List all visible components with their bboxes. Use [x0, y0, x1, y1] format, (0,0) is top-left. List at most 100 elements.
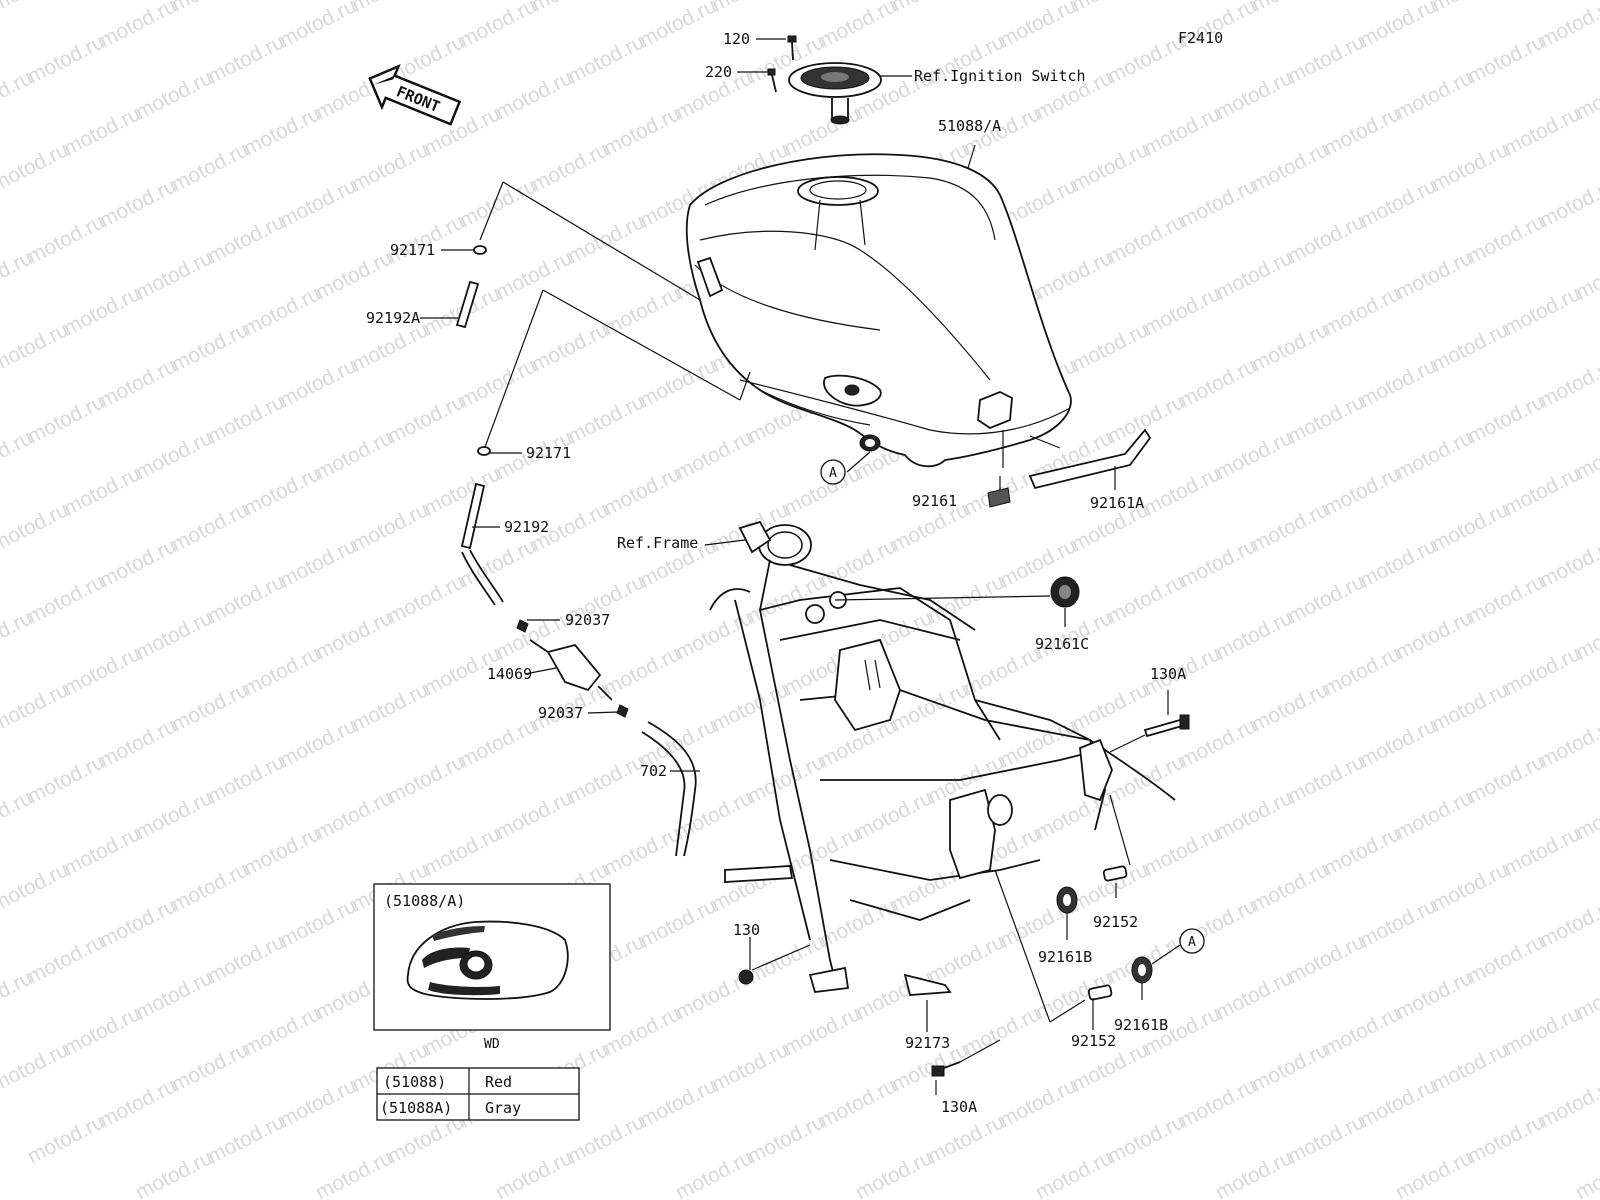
- watermark-text: motod.ru: [852, 786, 936, 844]
- watermark-text: motod.ru: [456, 174, 540, 232]
- watermark-text: motod.ru: [636, 1074, 720, 1132]
- watermark-text: motod.ru: [1176, 174, 1260, 232]
- frame: [709, 520, 1176, 996]
- watermark-text: motod.ru: [924, 1110, 1008, 1168]
- watermark-text: motod.ru: [492, 786, 576, 844]
- bolt-130A-bot-icon: [931, 1061, 961, 1077]
- watermark-text: motod.ru: [204, 210, 288, 268]
- watermark-text: motod.ru: [600, 462, 684, 520]
- watermark-text: motod.ru: [312, 786, 396, 844]
- watermark-text: motod.ru: [924, 930, 1008, 988]
- watermark-text: motod.ru: [0, 138, 72, 196]
- watermark-text: motod.ru: [168, 1038, 252, 1096]
- watermark-text: motod.ru: [564, 210, 648, 268]
- watermark-text: motod.ru: [1572, 1146, 1600, 1200]
- watermark-text: motod.ru: [60, 282, 144, 340]
- watermark-text: motod.ru: [1464, 570, 1548, 628]
- watermark-text: motod.ru: [240, 462, 324, 520]
- watermark-text: motod.ru: [1068, 318, 1152, 376]
- watermark-text: motod.ru: [348, 318, 432, 376]
- watermark-text: motod.ru: [1212, 246, 1296, 304]
- watermark-text: motod.ru: [1320, 822, 1404, 880]
- callout-14069: 14069: [487, 665, 532, 683]
- callout-92171-top: 92171: [390, 241, 435, 259]
- callout-702: 702: [640, 762, 667, 780]
- watermark-text: motod.ru: [672, 426, 756, 484]
- watermark-text: motod.ru: [1248, 0, 1332, 16]
- watermark-text: motod.ru: [1248, 678, 1332, 736]
- watermark-text: motod.ru: [1284, 570, 1368, 628]
- callout-92161a: 92161A: [1090, 494, 1144, 512]
- watermark-text: motod.ru: [708, 1038, 792, 1096]
- watermark-text: motod.ru: [1068, 678, 1152, 736]
- callout-92192a: 92192A: [366, 309, 420, 327]
- watermark-text: motod.ru: [1356, 534, 1440, 592]
- watermark-text: motod.ru: [96, 0, 180, 52]
- watermark-text: motod.ru: [0, 498, 72, 556]
- watermark-text: motod.ru: [1428, 498, 1512, 556]
- watermark-text: motod.ru: [1428, 138, 1512, 196]
- watermark-text: motod.ru: [132, 606, 216, 664]
- watermark-text: motod.ru: [24, 930, 108, 988]
- watermark-text: motod.ru: [1428, 1038, 1512, 1096]
- watermark-text: motod.ru: [1320, 102, 1404, 160]
- breather-hose-assembly: [455, 181, 751, 857]
- watermark-text: motod.ru: [276, 1074, 360, 1132]
- watermark-text: motod.ru: [348, 678, 432, 736]
- watermark-text: motod.ru: [240, 1002, 324, 1060]
- watermark-text: motod.ru: [1392, 246, 1476, 304]
- svg-text:A: A: [829, 466, 837, 481]
- watermark-text: motod.ru: [888, 0, 972, 16]
- callout-92037-bottom: 92037: [538, 704, 583, 722]
- table-row-1-color: Red: [485, 1073, 512, 1091]
- collar-92152-bot-icon: [1087, 984, 1113, 1001]
- watermark-text: motod.ru: [24, 1110, 108, 1168]
- watermark-text: motod.ru: [276, 354, 360, 412]
- watermark-text: motod.ru: [1248, 1038, 1332, 1096]
- watermark-text: motod.ru: [1500, 282, 1584, 340]
- watermark-text: motod.ru: [996, 0, 1080, 52]
- grommet-92161C-icon: [1050, 576, 1080, 608]
- watermark-text: motod.ru: [1068, 858, 1152, 916]
- watermark-text: motod.ru: [456, 0, 540, 52]
- callout-120: 120: [723, 30, 750, 48]
- watermark-text: motod.ru: [1068, 138, 1152, 196]
- watermark-text: motod.ru: [1212, 606, 1296, 664]
- damper-92161A-icon: [1028, 428, 1152, 490]
- callout-51088-a: 51088/A: [938, 117, 1001, 135]
- watermark-text: motod.ru: [564, 30, 648, 88]
- callout-92152-top: 92152: [1093, 913, 1138, 931]
- watermark-text: motod.ru: [1392, 1146, 1476, 1200]
- watermark-text: motod.ru: [132, 426, 216, 484]
- watermark-text: motod.ru: [1392, 606, 1476, 664]
- watermark-text: motod.ru: [132, 246, 216, 304]
- watermark-text: motod.ru: [60, 642, 144, 700]
- watermark-text: motod.ru: [1392, 966, 1476, 1024]
- watermark-text: motod.ru: [24, 30, 108, 88]
- watermark-text: motod.ru: [1284, 30, 1368, 88]
- callout-92161c: 92161C: [1035, 635, 1089, 653]
- watermark-text: motod.ru: [1320, 462, 1404, 520]
- watermark-text: motod.ru: [780, 102, 864, 160]
- fuel-tank: [685, 153, 1072, 468]
- table-row-1-code: (51088): [383, 1073, 446, 1091]
- watermark-text: motod.ru: [528, 318, 612, 376]
- callout-220: 220: [705, 63, 732, 81]
- watermark-text: motod.ru: [276, 0, 360, 52]
- watermark-text: motod.ru: [132, 1146, 216, 1200]
- watermark-text: motod.ru: [1536, 354, 1600, 412]
- bolt-130-icon: [738, 969, 754, 985]
- grommet-92161B-left-icon: [1056, 886, 1078, 914]
- watermark-text: motod.ru: [168, 138, 252, 196]
- watermark-text: motod.ru: [1356, 894, 1440, 952]
- inset-title: (51088/A): [384, 892, 465, 910]
- watermark-text: motod.ru: [1500, 102, 1584, 160]
- watermark-text: motod.ru: [1140, 282, 1224, 340]
- watermark-text: motod.ru: [1032, 246, 1116, 304]
- ref-marker-a-bottom: A: [1179, 928, 1205, 954]
- watermark-text: motod.ru: [276, 174, 360, 232]
- callout-130a-top: 130A: [1150, 665, 1186, 683]
- watermark-text: motod.ru: [564, 750, 648, 808]
- watermark-text: motod.ru: [1356, 714, 1440, 772]
